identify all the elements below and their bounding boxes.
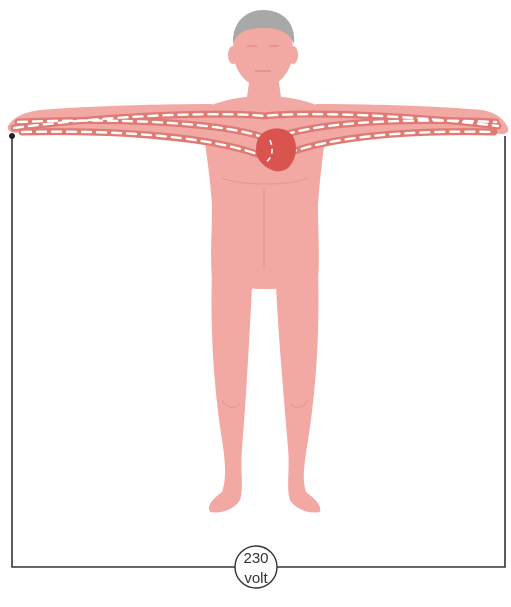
left-hand-contact — [9, 133, 15, 139]
left-wire — [12, 136, 236, 567]
left-leg — [209, 270, 252, 513]
right-ear — [288, 46, 298, 64]
voltage-value: 230 — [243, 550, 268, 567]
human-figure-icon — [8, 13, 509, 513]
voltage-unit: volt — [244, 570, 268, 587]
right-leg — [276, 270, 320, 513]
left-ear — [228, 46, 238, 64]
voltage-source-icon: 230 volt — [235, 546, 277, 588]
